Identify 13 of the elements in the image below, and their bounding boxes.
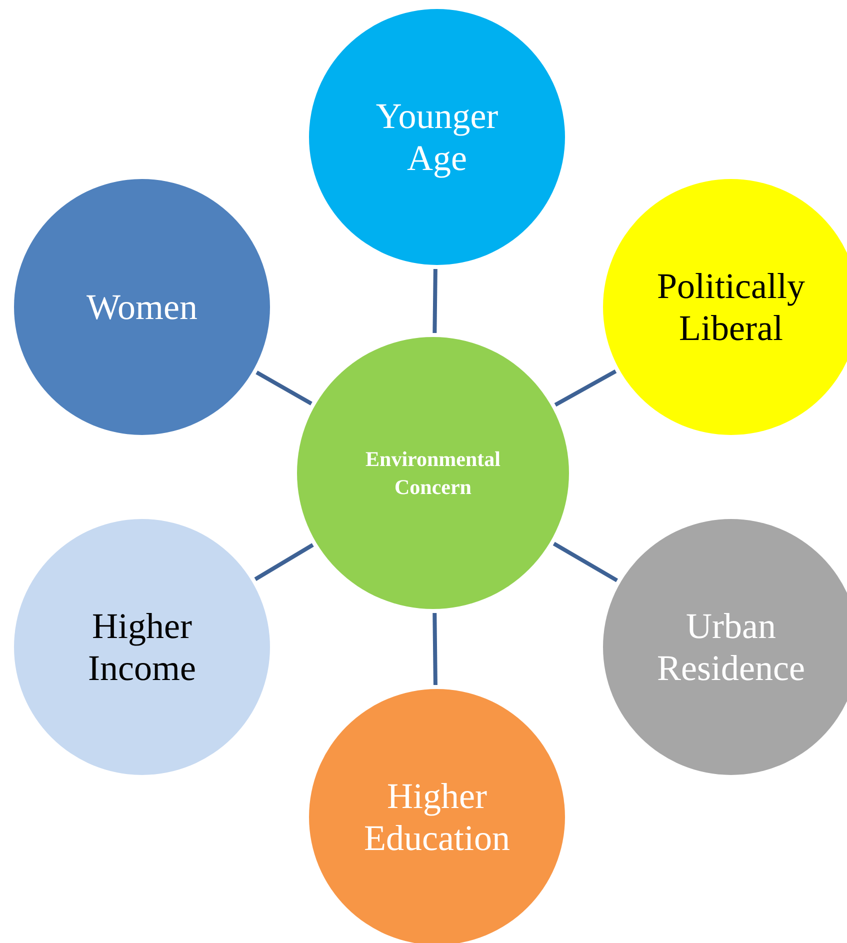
connector-line bbox=[432, 612, 438, 686]
node-label: Politically Liberal bbox=[656, 265, 806, 349]
node-label: Urban Residence bbox=[656, 605, 806, 689]
connector-line bbox=[432, 268, 438, 334]
connector-line bbox=[554, 369, 617, 407]
connector-line bbox=[254, 543, 314, 581]
connector-line bbox=[256, 370, 312, 406]
node-label: Environmental Concern bbox=[364, 446, 502, 501]
node-label: Women bbox=[85, 286, 199, 328]
node-label: Higher Income bbox=[87, 605, 197, 689]
connector-line bbox=[552, 542, 618, 582]
node-label: Younger Age bbox=[374, 95, 500, 179]
node-label: Higher Education bbox=[363, 775, 511, 859]
